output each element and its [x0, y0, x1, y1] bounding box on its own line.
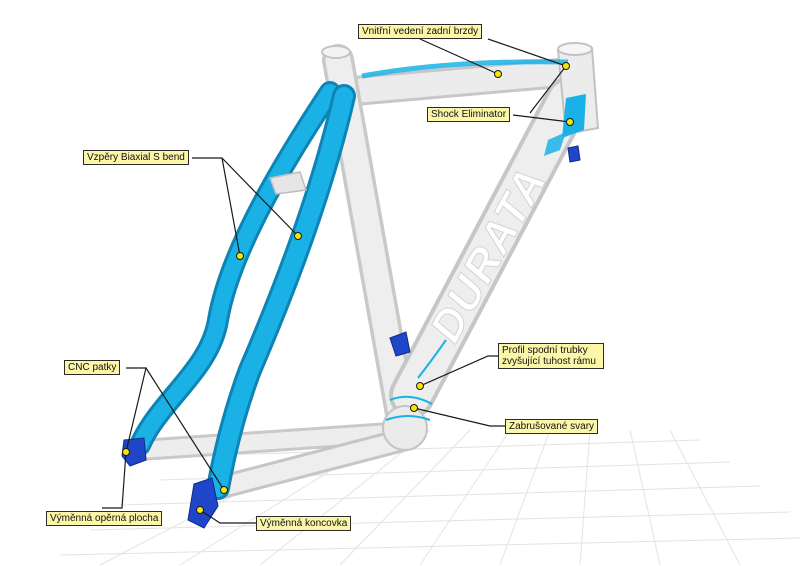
marker-dots: [122, 62, 574, 514]
seatstay-bridge: [268, 171, 307, 195]
brake-routing-highlight: [361, 59, 569, 79]
label-seatstays: Vzpěry Biaxial S bend: [83, 150, 189, 165]
label-shock-eliminator: Shock Eliminator: [427, 107, 511, 122]
seat-tube-top: [321, 45, 351, 59]
label-dropouts: CNC patky: [64, 360, 121, 375]
label-welds: Zabrušované svary: [505, 419, 599, 434]
bottom-bracket: [382, 405, 428, 451]
weld-highlight: [385, 395, 433, 421]
floor-grid: [59, 429, 800, 566]
derailleur-mount: [389, 331, 411, 357]
label-replaceable-hanger: Výměnná koncovka: [256, 516, 352, 531]
replaceable-hanger-part: [187, 477, 219, 529]
downtube-logo: DURATA: [421, 159, 557, 350]
label-downtube-profile: Profil spodní trubky zvyšující tuhost rá…: [498, 343, 604, 369]
main-frame: [129, 44, 591, 500]
downtube-profile-highlight: [417, 339, 447, 379]
label-brake-routing: Vnitřní vedení zadní brzdy: [358, 24, 483, 39]
label-replaceable-surface: Výměnná opěrná plocha: [46, 511, 163, 526]
head-tube-decal: [562, 94, 586, 138]
cable-stop: [567, 145, 581, 163]
seatstays: [129, 81, 356, 500]
downtube-stripe: [544, 132, 566, 156]
leader-lines: [102, 38, 571, 524]
